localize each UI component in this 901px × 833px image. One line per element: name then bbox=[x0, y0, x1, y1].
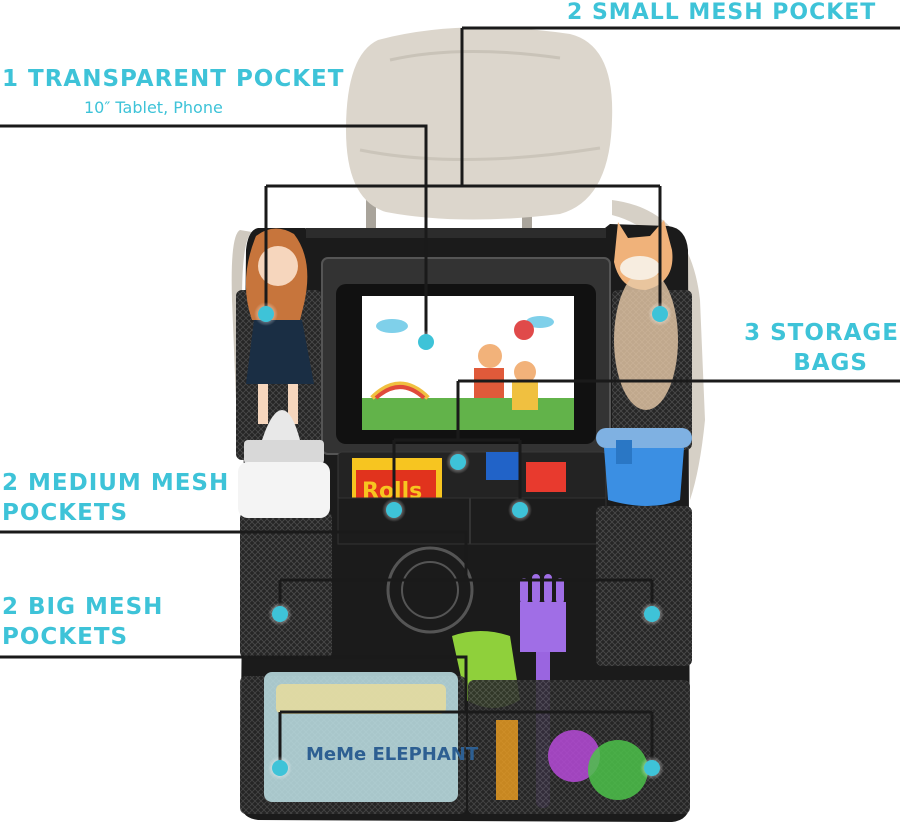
wipes-pack: MeMe ELEPHANT bbox=[264, 672, 479, 802]
medium-mesh-label-line2: POCKETS bbox=[2, 500, 129, 526]
dot-transparent bbox=[414, 330, 438, 354]
dot-storage-center bbox=[446, 450, 470, 474]
small-mesh-pocket-label: 2 SMALL MESH POCKET bbox=[567, 0, 877, 25]
transparent-tablet-pocket bbox=[321, 257, 611, 455]
transparent-pocket-label: 1 TRANSPARENT POCKET bbox=[2, 66, 345, 92]
dot-big-right bbox=[640, 756, 664, 780]
baby-bottle bbox=[238, 410, 330, 518]
headrest bbox=[346, 27, 613, 236]
crayon-toy bbox=[496, 720, 518, 800]
green-toy bbox=[588, 740, 648, 800]
dot-medium-right bbox=[640, 602, 664, 626]
dot-big-left bbox=[268, 756, 292, 780]
storage-bags: Rolls bbox=[337, 451, 607, 545]
medium-mesh-label-line1: 2 MEDIUM MESH bbox=[2, 470, 230, 496]
storage-bags-label-line2: BAGS bbox=[793, 350, 868, 376]
dot-storage-left bbox=[382, 498, 406, 522]
dot-small-mesh-right bbox=[648, 302, 672, 326]
dot-medium-left bbox=[268, 602, 292, 626]
big-mesh-label-line1: 2 BIG MESH bbox=[2, 594, 164, 620]
dot-storage-right bbox=[508, 498, 532, 522]
callout-dots bbox=[254, 302, 672, 780]
medium-mesh-pocket-left bbox=[240, 512, 332, 658]
purple-toy bbox=[548, 730, 600, 782]
transparent-pocket-sublabel: 10″ Tablet, Phone bbox=[84, 98, 223, 117]
medium-mesh-pocket-right bbox=[596, 506, 692, 666]
sippy-cup bbox=[596, 428, 692, 506]
organizer-logo bbox=[386, 546, 474, 634]
wipes-brand-text: MeMe ELEPHANT bbox=[306, 744, 479, 765]
dot-small-mesh-left bbox=[254, 302, 278, 326]
big-mesh-label-line2: POCKETS bbox=[2, 624, 129, 650]
callout-lines bbox=[0, 26, 900, 766]
storage-bags-label-line1: 3 STORAGE bbox=[744, 320, 899, 346]
doll-toy bbox=[245, 228, 314, 424]
